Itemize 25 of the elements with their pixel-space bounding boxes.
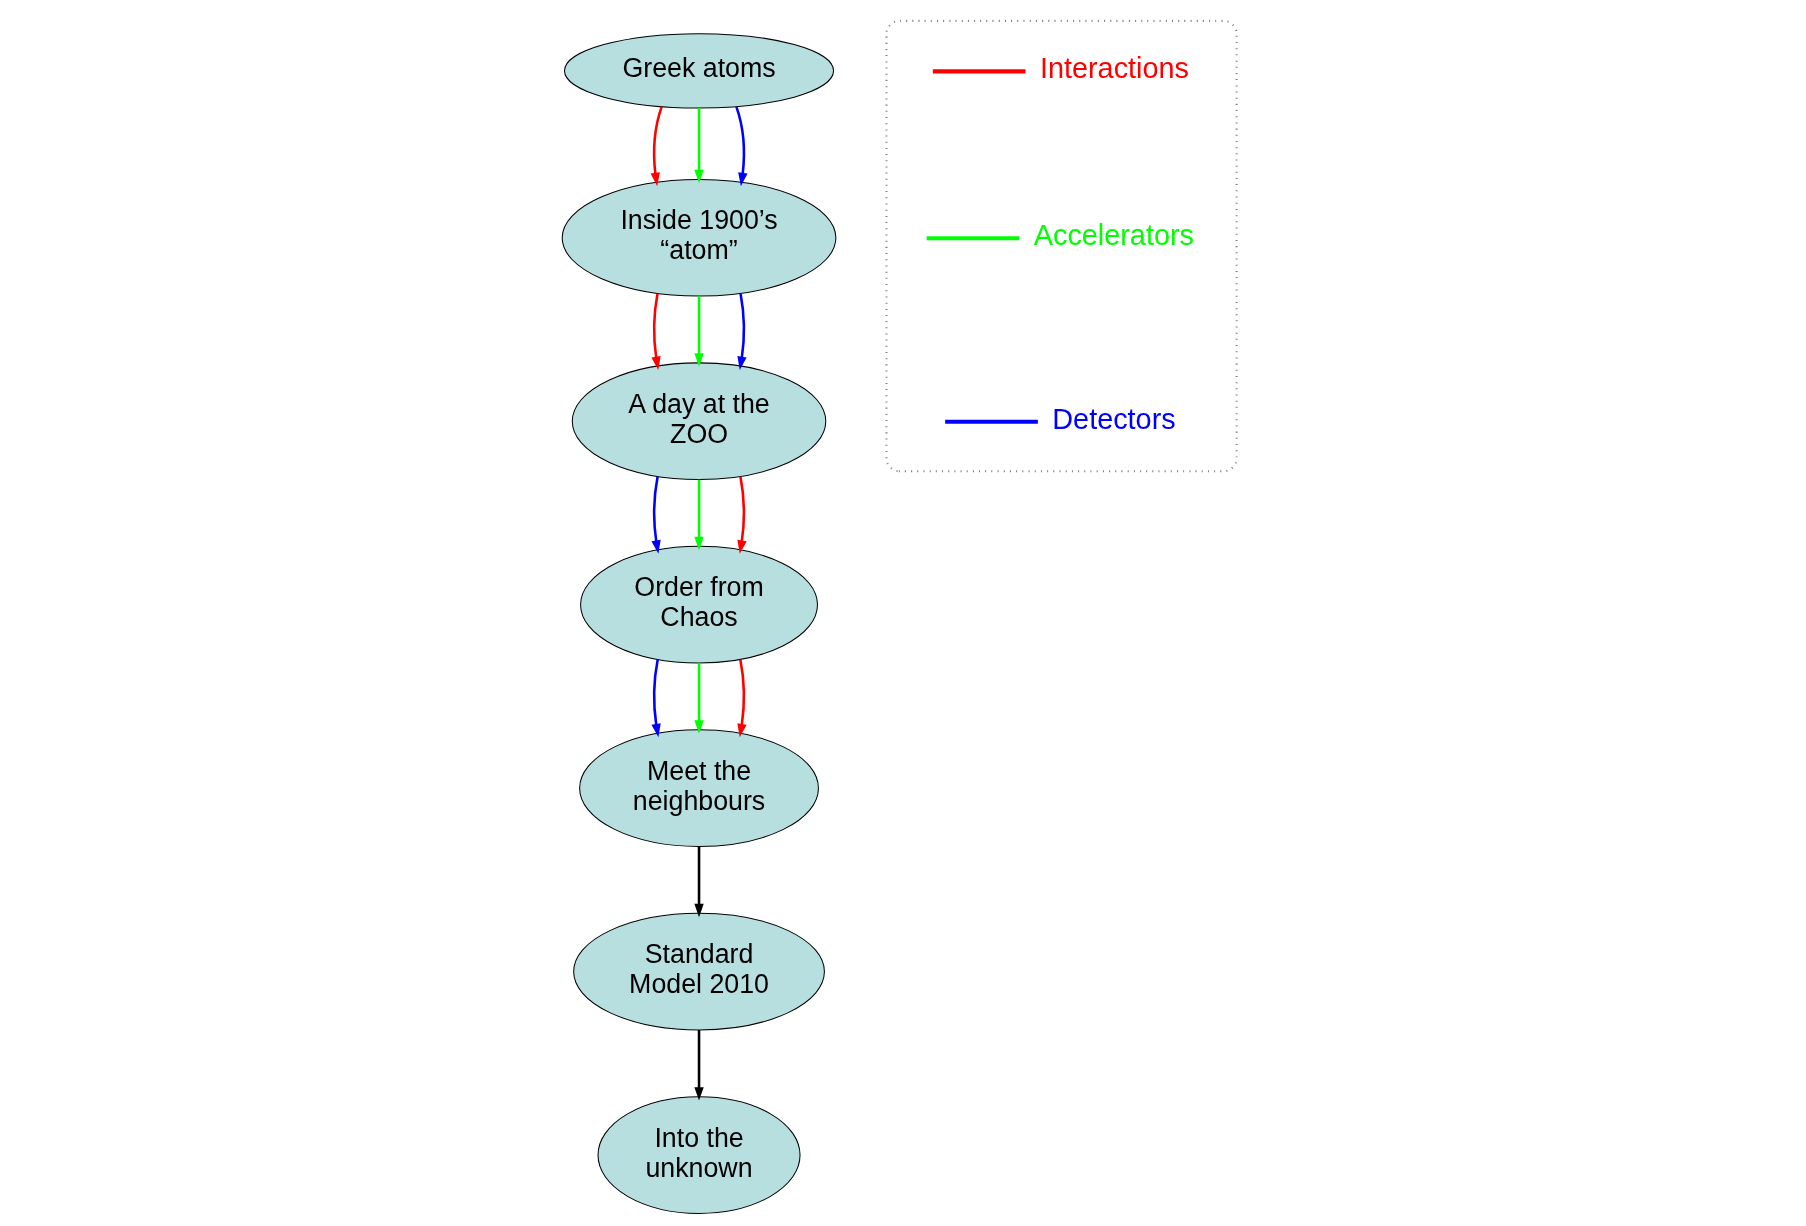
node-ellipse: Order from Chaos bbox=[579, 545, 818, 664]
arrow bbox=[736, 293, 747, 370]
arrow bbox=[693, 108, 704, 184]
arrow bbox=[693, 479, 704, 551]
legend-label: Interactions bbox=[1039, 52, 1189, 85]
node-ellipse: Meet the neighbours bbox=[578, 729, 819, 847]
arrow bbox=[650, 106, 663, 187]
arrow bbox=[650, 476, 661, 554]
arrow bbox=[734, 106, 747, 187]
arrow bbox=[693, 663, 704, 734]
node-ellipse: Inside 1900’s “atom” bbox=[561, 178, 836, 297]
node-ellipse: Standard Model 2010 bbox=[572, 912, 825, 1031]
arrow bbox=[736, 476, 747, 554]
arrow bbox=[736, 659, 747, 738]
node-ellipse: A day at the ZOO bbox=[571, 362, 826, 481]
legend-label: Accelerators bbox=[1033, 219, 1194, 252]
arrow bbox=[693, 296, 704, 367]
arrow bbox=[650, 293, 661, 370]
node-box bbox=[884, 19, 1238, 473]
arrow bbox=[650, 659, 661, 738]
arrow bbox=[693, 846, 704, 918]
legend-label: Detectors bbox=[1051, 402, 1176, 435]
node-ellipse: Greek atoms bbox=[563, 33, 834, 109]
arrow bbox=[693, 1030, 704, 1101]
node-ellipse: Into the unknown bbox=[597, 1096, 801, 1214]
